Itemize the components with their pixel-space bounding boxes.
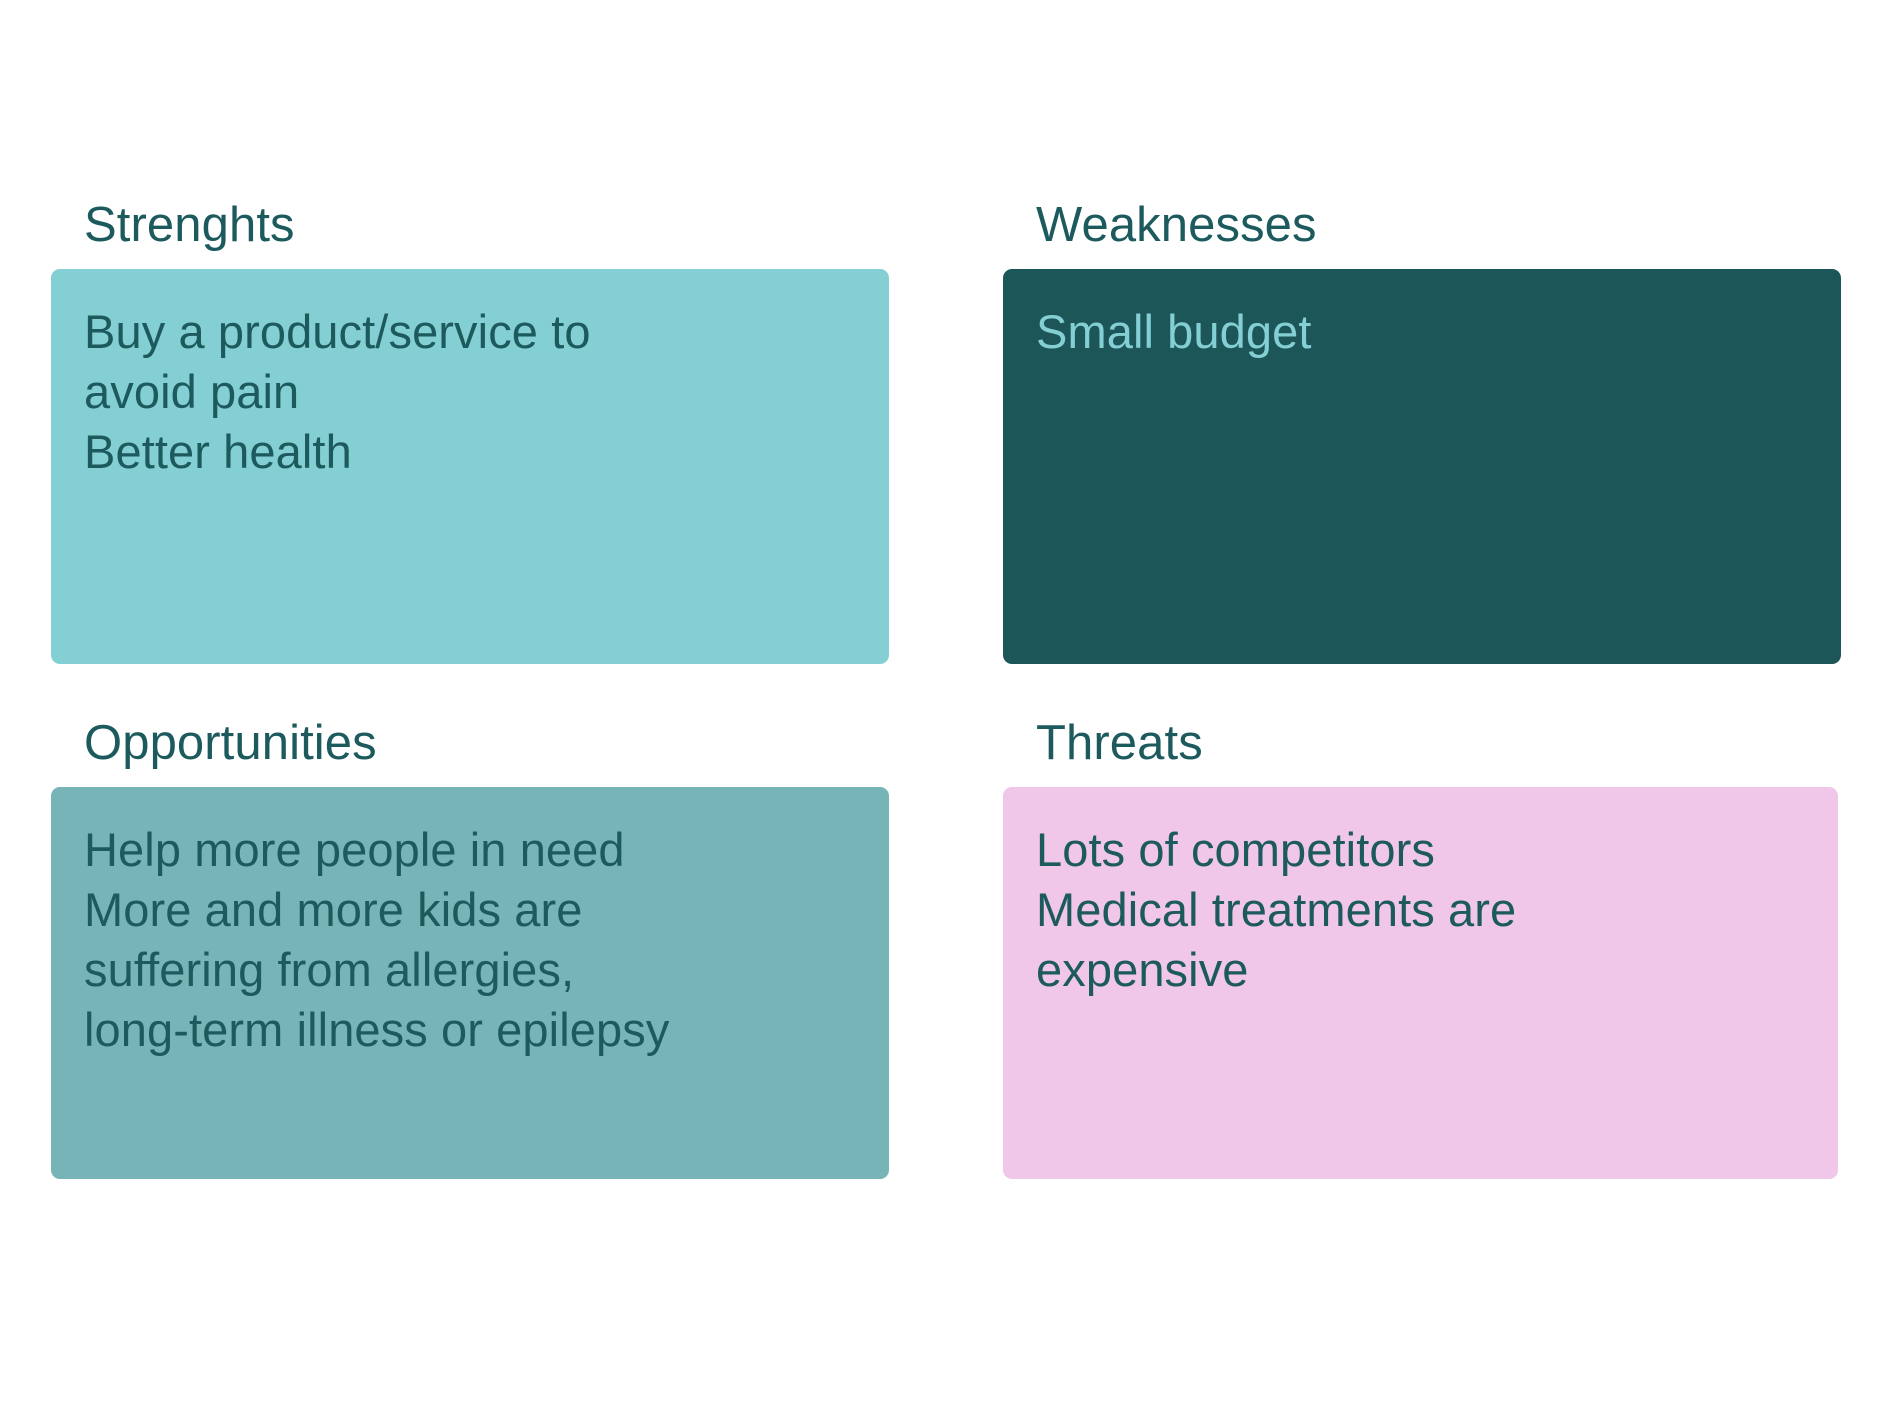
strengths-body-text: Buy a product/service to avoid pain Bett… bbox=[84, 304, 591, 479]
swot-quadrant-threats: Threats Lots of competitors Medical trea… bbox=[1003, 716, 1838, 1179]
opportunities-box[interactable]: Help more people in need More and more k… bbox=[51, 786, 889, 1179]
strengths-heading: Strenghts bbox=[84, 198, 295, 252]
threats-body-text: Lots of competitors Medical treatments a… bbox=[1036, 822, 1517, 997]
strengths-box[interactable]: Buy a product/service to avoid pain Bett… bbox=[51, 268, 889, 664]
threats-heading: Threats bbox=[1036, 716, 1203, 770]
swot-quadrant-weaknesses: Weaknesses Small budget bbox=[1003, 198, 1841, 664]
opportunities-heading: Opportunities bbox=[84, 716, 377, 770]
weaknesses-box[interactable]: Small budget bbox=[1003, 268, 1841, 664]
threats-box[interactable]: Lots of competitors Medical treatments a… bbox=[1003, 786, 1838, 1179]
weaknesses-heading: Weaknesses bbox=[1036, 198, 1317, 252]
swot-quadrant-opportunities: Opportunities Help more people in need M… bbox=[51, 716, 889, 1179]
opportunities-body-text: Help more people in need More and more k… bbox=[84, 822, 670, 1057]
weaknesses-body-text: Small budget bbox=[1036, 304, 1312, 358]
swot-quadrant-strengths: Strenghts Buy a product/service to avoid… bbox=[51, 198, 889, 664]
